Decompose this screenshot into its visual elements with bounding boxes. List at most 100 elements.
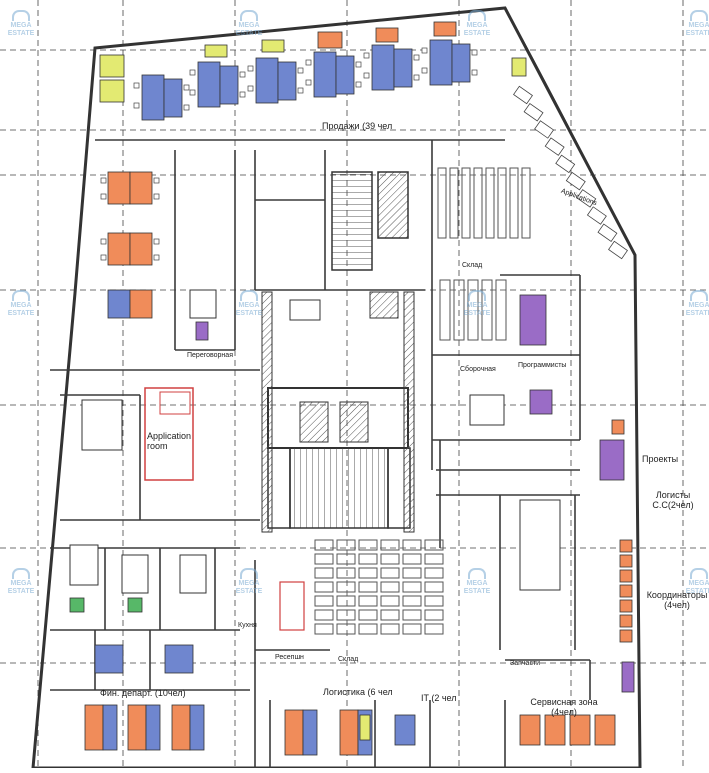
rack — [437, 167, 447, 239]
desk — [284, 709, 304, 756]
desk — [69, 597, 85, 613]
desk — [94, 644, 124, 674]
desk — [611, 419, 625, 435]
rack — [461, 167, 471, 239]
label-assembly: Сборочная — [460, 366, 496, 373]
rack — [380, 623, 400, 635]
desk — [127, 704, 147, 751]
chairs — [100, 47, 478, 261]
label-meeting: Переговорная — [187, 352, 233, 359]
rack — [509, 167, 519, 239]
desk — [277, 61, 297, 101]
rack — [424, 595, 444, 607]
chair — [363, 52, 370, 59]
label-application-room: Application room — [147, 431, 192, 451]
label-warehouse-top: Склад — [462, 262, 483, 269]
rack — [314, 567, 334, 579]
rack — [380, 553, 400, 565]
desk — [127, 597, 143, 613]
rack — [521, 167, 531, 239]
desk — [544, 137, 565, 156]
building-core — [261, 171, 415, 533]
rack — [314, 623, 334, 635]
application-room-outline — [144, 387, 194, 481]
desk — [544, 714, 566, 746]
rack — [424, 567, 444, 579]
desk — [317, 31, 343, 49]
desk — [576, 189, 597, 208]
chair — [355, 81, 362, 88]
desk — [597, 223, 618, 243]
desk — [513, 85, 533, 105]
label-it: IT (2 чел — [421, 693, 457, 703]
table — [179, 554, 207, 594]
label-finance: Фин. департ. (10чел) — [100, 688, 186, 698]
table — [69, 544, 99, 586]
table — [469, 394, 505, 426]
rack — [424, 581, 444, 593]
desk — [619, 599, 633, 613]
desk — [107, 232, 131, 266]
rack — [336, 581, 356, 593]
desk — [621, 661, 635, 693]
rack — [336, 609, 356, 621]
rack — [402, 581, 422, 593]
desk — [519, 294, 547, 346]
chair — [305, 59, 312, 66]
desk — [145, 704, 161, 751]
chair — [363, 72, 370, 79]
rack — [358, 595, 378, 607]
desk — [511, 57, 527, 77]
workstation-desks — [69, 21, 635, 756]
rack — [380, 539, 400, 551]
rack — [402, 623, 422, 635]
desk — [163, 78, 183, 118]
label-sales: Продажи (39 чел — [322, 121, 393, 131]
table — [289, 299, 321, 321]
desk — [375, 27, 399, 43]
desk — [129, 232, 153, 266]
label-kitchen: Кухня — [238, 622, 257, 629]
rack — [358, 623, 378, 635]
rack — [402, 539, 422, 551]
label-logistics: Логистика (6 чел — [323, 687, 393, 697]
interior-walls — [50, 139, 591, 768]
rack — [449, 167, 459, 239]
label-warehouse-bottom: Склад — [338, 656, 359, 663]
rack — [424, 539, 444, 551]
desk — [534, 120, 555, 139]
rack — [453, 279, 465, 341]
desk — [429, 39, 453, 86]
chair — [247, 65, 254, 72]
desk — [335, 55, 355, 95]
rack — [336, 539, 356, 551]
desk — [313, 51, 337, 98]
rack — [358, 567, 378, 579]
desk — [219, 65, 239, 105]
rack — [380, 609, 400, 621]
chair — [153, 238, 160, 245]
rack — [497, 167, 507, 239]
rack — [481, 279, 493, 341]
desk — [84, 704, 104, 751]
desk — [359, 714, 371, 741]
table — [81, 399, 123, 451]
desk — [619, 584, 633, 598]
desk — [619, 569, 633, 583]
table — [189, 289, 217, 319]
rack — [467, 279, 479, 341]
rack — [380, 595, 400, 607]
application-room-inner — [159, 391, 191, 415]
chair — [239, 91, 246, 98]
chair — [133, 82, 140, 89]
desk — [371, 44, 395, 91]
chair — [421, 47, 428, 54]
desk — [107, 171, 131, 205]
desk — [569, 714, 591, 746]
desk — [261, 39, 285, 53]
